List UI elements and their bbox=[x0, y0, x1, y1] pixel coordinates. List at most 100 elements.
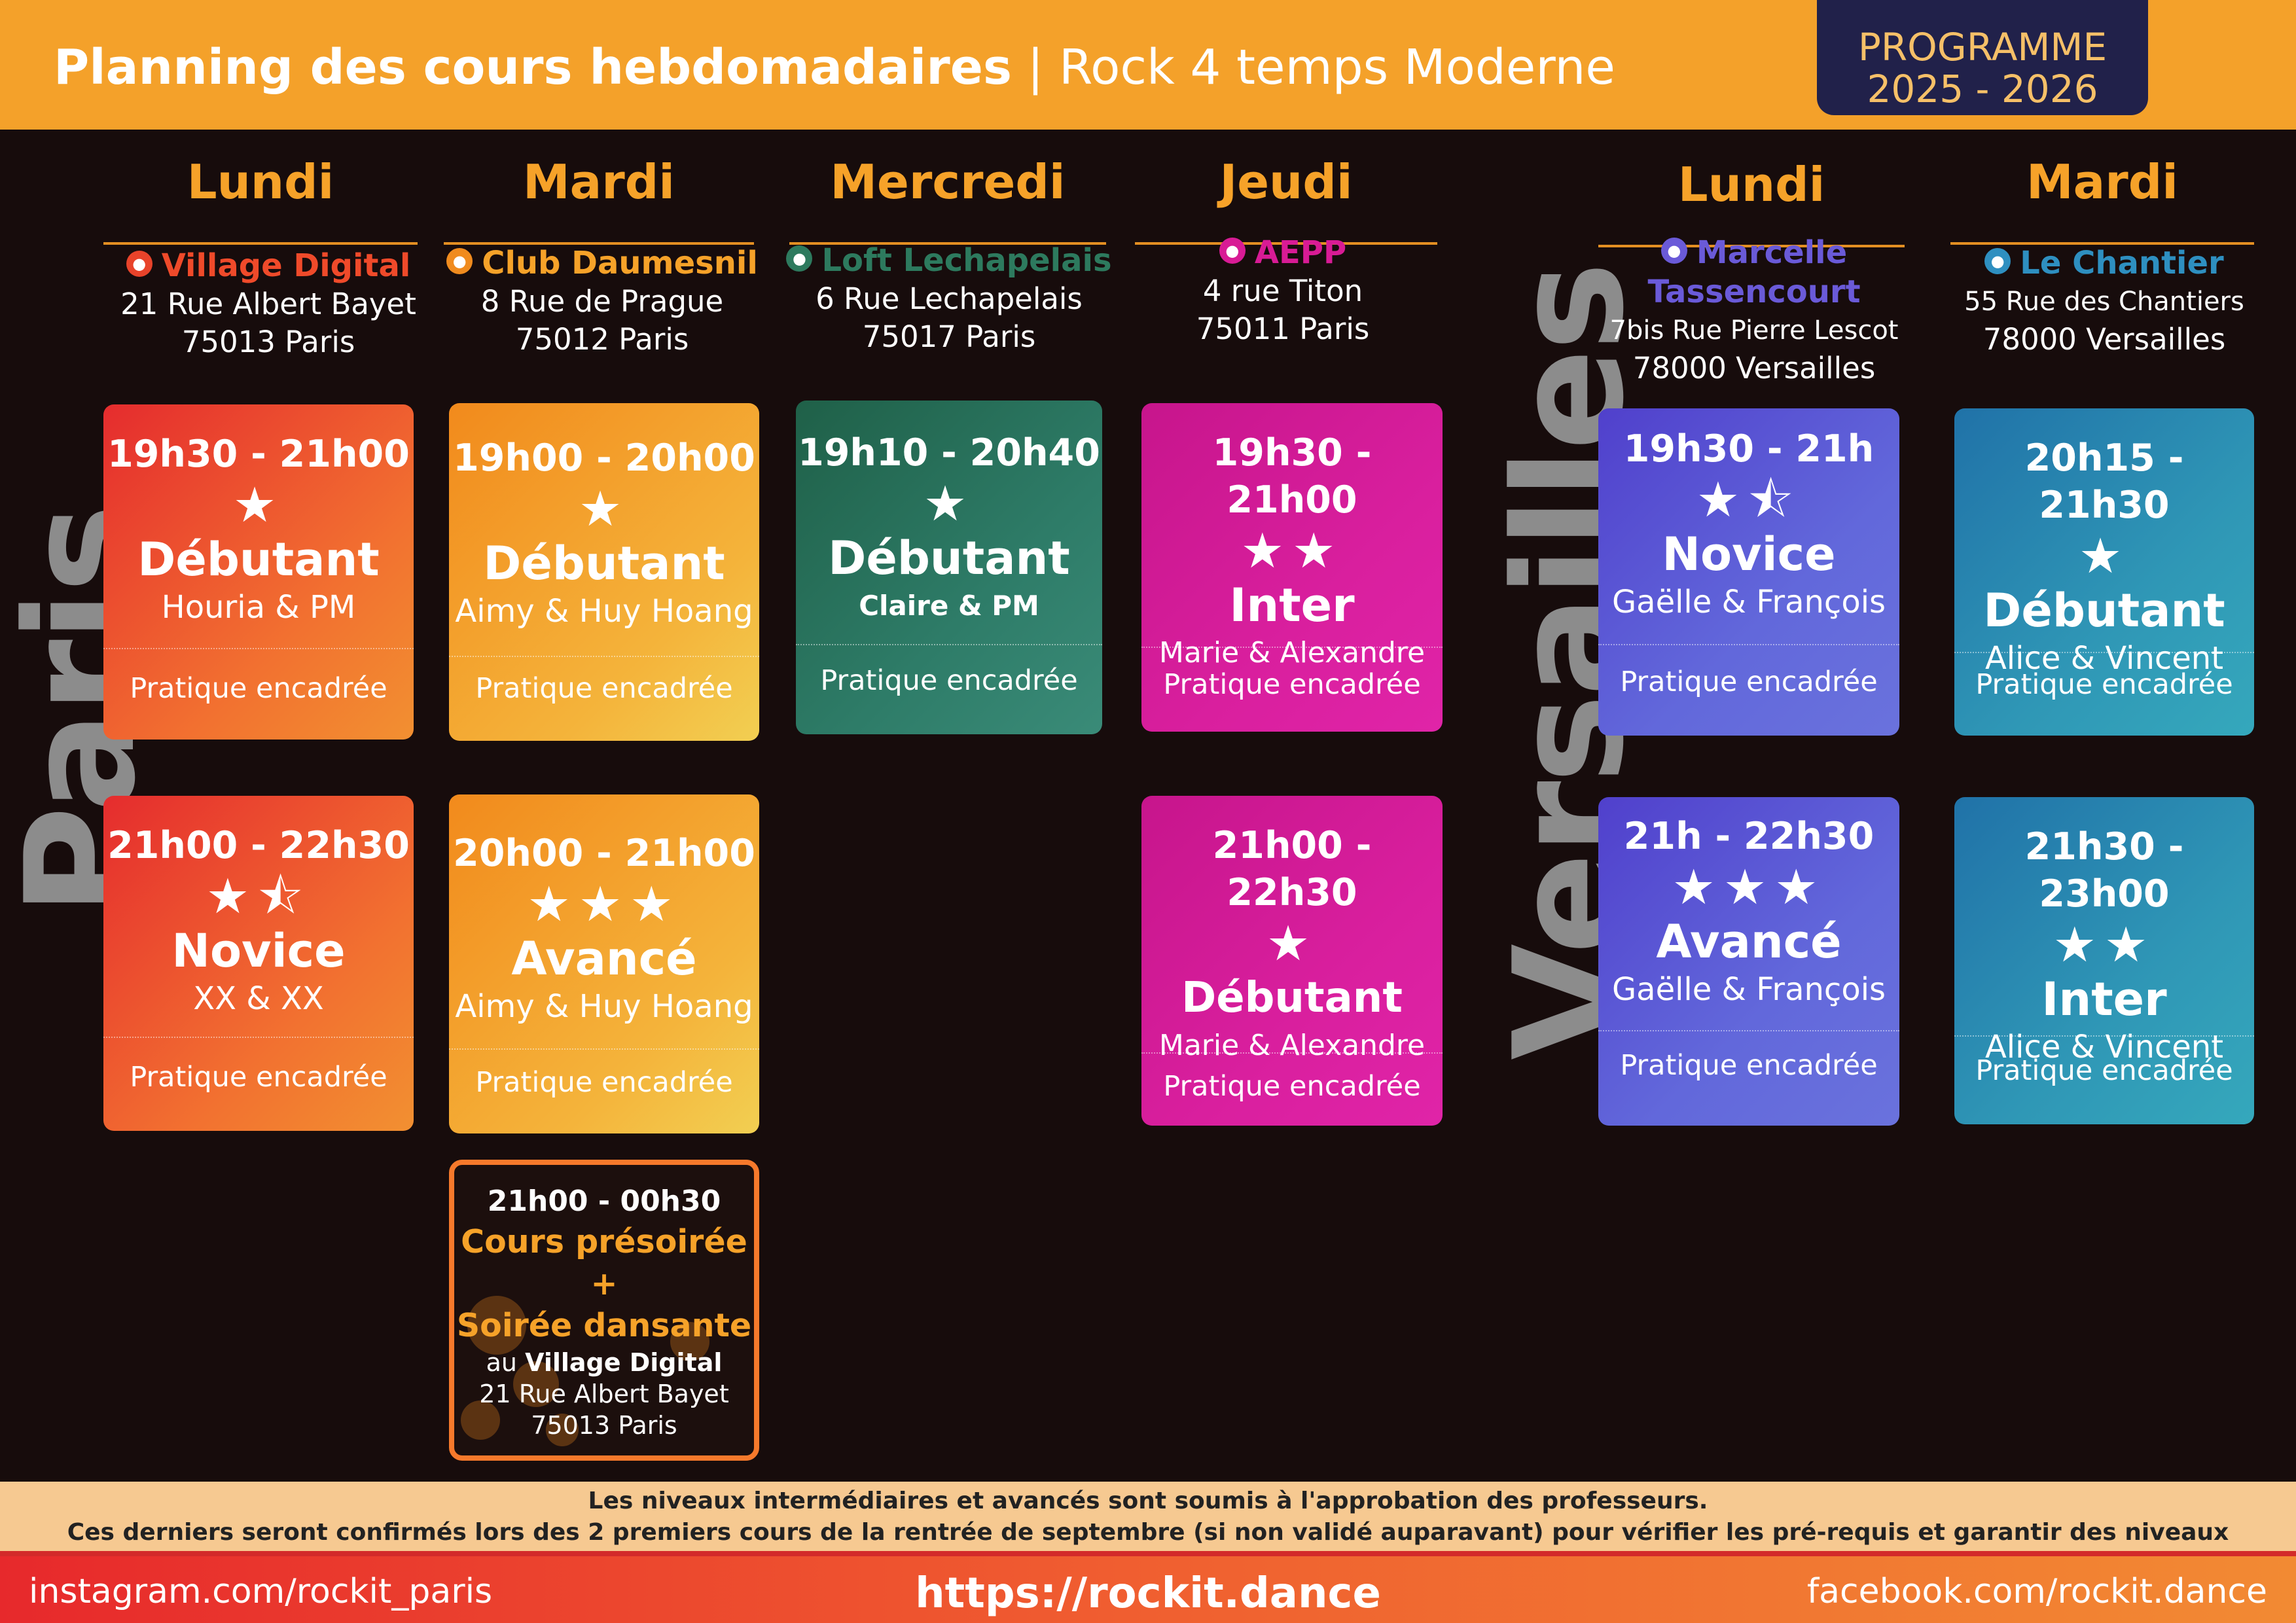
course-card-jeudi-inter[interactable]: 19h30 - 21h00 ★★ Inter Marie & Alexandre… bbox=[1141, 403, 1443, 732]
course-time: 21h00 - 22h30 bbox=[1212, 824, 1372, 914]
venue-address-line1: 21 Rue Albert Bayet bbox=[120, 287, 416, 321]
course-pratique: Pratique encadrée bbox=[130, 672, 387, 705]
venue-club-daumesnil: ●Club Daumesnil 8 Rue de Prague 75012 Pa… bbox=[432, 243, 772, 359]
star-icon: ★ bbox=[1266, 916, 1318, 972]
day-underline bbox=[1950, 242, 2254, 245]
course-time: 19h00 - 20h00 bbox=[453, 437, 755, 480]
card-divider bbox=[103, 648, 414, 649]
course-card-versailles-mardi-inter[interactable]: 21h30 - 23h00 ★★ Inter Alice & Vincent P… bbox=[1954, 797, 2254, 1124]
instagram-link[interactable]: instagram.com/rockit_paris bbox=[29, 1572, 493, 1611]
card-divider bbox=[449, 656, 759, 657]
venue-name: AEPP bbox=[1254, 234, 1347, 271]
day-header-lundi-versailles: Lundi bbox=[1598, 153, 1905, 247]
day-label: Mardi bbox=[523, 154, 675, 209]
venue-name: Village Digital bbox=[161, 247, 411, 284]
course-pratique: Pratique encadrée bbox=[820, 664, 1078, 697]
course-pratique: Pratique encadrée bbox=[1620, 1049, 1878, 1082]
venue-name: Club Daumesnil bbox=[482, 245, 758, 281]
card-divider bbox=[1598, 1030, 1899, 1031]
course-card-versailles-lundi-novice[interactable]: 19h30 - 21h ★⯪ Novice Gaëlle & François … bbox=[1598, 408, 1899, 736]
course-time: 19h30 - 21h bbox=[1623, 427, 1874, 471]
soiree-at: au bbox=[486, 1348, 526, 1377]
soiree-line2: Soirée dansante bbox=[456, 1307, 752, 1344]
course-level: Avancé bbox=[511, 932, 697, 986]
card-divider bbox=[1598, 644, 1899, 645]
day-header-lundi-paris: Lundi bbox=[103, 151, 418, 245]
day-underline bbox=[103, 242, 418, 245]
course-teachers: Marie & Alexandre bbox=[1158, 1029, 1426, 1062]
location-pin-icon: ● bbox=[1660, 238, 1687, 264]
course-teachers: Aimy & Huy Hoang bbox=[455, 988, 753, 1025]
course-card-lundi-debutant[interactable]: 19h30 - 21h00 ★ Débutant Houria & PM Pra… bbox=[103, 404, 414, 740]
soiree-line1: Cours présoirée bbox=[461, 1223, 747, 1260]
course-level: Débutant bbox=[137, 533, 380, 586]
venue-loft-lechapelais: ●Loft Lechapelais 6 Rue Lechapelais 7501… bbox=[779, 241, 1119, 356]
day-label: Lundi bbox=[187, 154, 334, 209]
course-teachers: Gaëlle & François bbox=[1611, 584, 1886, 620]
course-card-jeudi-debutant[interactable]: 21h00 - 22h30 ★ Débutant Marie & Alexand… bbox=[1141, 796, 1443, 1126]
day-label: Mardi bbox=[2026, 154, 2178, 209]
location-pin-icon: ● bbox=[1984, 248, 2011, 274]
soiree-card[interactable]: 21h00 - 00h30 Cours présoirée + Soirée d… bbox=[449, 1160, 759, 1461]
soiree-plus: + bbox=[590, 1265, 618, 1302]
star-icon: ★★★ bbox=[527, 876, 681, 933]
day-label: Jeudi bbox=[1219, 154, 1353, 209]
soiree-venue: au Village Digital bbox=[454, 1347, 754, 1378]
soiree-addr2: 75013 Paris bbox=[531, 1411, 677, 1440]
card-divider bbox=[1954, 1035, 2254, 1037]
day-label: Lundi bbox=[1677, 157, 1825, 212]
website-link[interactable]: https://rockit.dance bbox=[915, 1569, 1381, 1618]
footer-bar: instagram.com/rockit_paris https://rocki… bbox=[0, 1556, 2296, 1623]
day-header-mardi-versailles: Mardi bbox=[1950, 151, 2254, 245]
venue-address-line1: 4 rue Titon bbox=[1202, 274, 1363, 308]
venue-address-line2: 78000 Versailles bbox=[1632, 351, 1876, 385]
course-level: Débutant bbox=[1181, 974, 1403, 1022]
bokeh-decoration bbox=[513, 1361, 559, 1407]
course-time: 21h00 - 22h30 bbox=[107, 824, 410, 867]
course-time: 19h30 - 21h00 bbox=[107, 433, 410, 476]
course-level: Avancé bbox=[1656, 915, 1842, 969]
day-header-mardi-paris: Mardi bbox=[444, 151, 754, 245]
card-divider bbox=[796, 644, 1102, 645]
star-icon: ★ bbox=[923, 476, 975, 532]
card-divider bbox=[449, 1048, 759, 1050]
location-pin-icon: ● bbox=[1219, 238, 1246, 264]
course-time: 20h15 - 21h30 bbox=[2024, 437, 2184, 527]
venue-address-line2: 75017 Paris bbox=[862, 319, 1036, 354]
course-teachers: Houria & PM bbox=[161, 589, 356, 626]
day-underline bbox=[1598, 245, 1905, 247]
day-underline bbox=[789, 242, 1106, 245]
course-teachers: Claire & PM bbox=[859, 590, 1039, 622]
star-icon: ★★ bbox=[1240, 523, 1344, 579]
venue-address-line2: 78000 Versailles bbox=[1982, 322, 2226, 357]
venue-name: Loft Lechapelais bbox=[821, 242, 1112, 279]
course-card-mercredi-debutant[interactable]: 19h10 - 20h40 ★ Débutant Claire & PM Pra… bbox=[796, 401, 1102, 734]
day-header-jeudi: Jeudi bbox=[1135, 151, 1437, 245]
star-icon: ★ bbox=[2078, 528, 2130, 584]
course-pratique: Pratique encadrée bbox=[475, 672, 733, 705]
card-divider bbox=[1954, 652, 2254, 653]
course-card-versailles-mardi-debutant[interactable]: 20h15 - 21h30 ★ Débutant Alice & Vincent… bbox=[1954, 408, 2254, 736]
venue-address-line1: 7bis Rue Pierre Lescot bbox=[1609, 315, 1899, 346]
bokeh-decoration bbox=[546, 1414, 579, 1446]
card-divider bbox=[1141, 1052, 1443, 1054]
course-card-versailles-lundi-avance[interactable]: 21h - 22h30 ★★★ Avancé Gaëlle & François… bbox=[1598, 797, 1899, 1126]
course-teachers: Marie & Alexandre bbox=[1158, 636, 1426, 669]
soiree-place: Village Digital bbox=[525, 1348, 723, 1377]
venue-le-chantier: ●Le Chantier 55 Rue des Chantiers 78000 … bbox=[1934, 243, 2274, 359]
course-card-mardi-debutant[interactable]: 19h00 - 20h00 ★ Débutant Aimy & Huy Hoan… bbox=[449, 403, 759, 741]
page-title-bold: Planning des cours hebdomadaires bbox=[54, 39, 1013, 96]
course-card-mardi-avance[interactable]: 20h00 - 21h00 ★★★ Avancé Aimy & Huy Hoan… bbox=[449, 794, 759, 1133]
star-icon: ★⯪ bbox=[1696, 472, 1802, 528]
venue-name: Marcelle bbox=[1696, 234, 1848, 271]
facebook-link[interactable]: facebook.com/rockit.dance bbox=[1806, 1572, 2267, 1611]
course-teachers: Aimy & Huy Hoang bbox=[455, 593, 753, 630]
course-time: 21h30 - 23h00 bbox=[2024, 825, 2184, 916]
course-level: Débutant bbox=[483, 537, 725, 590]
day-label: Mercredi bbox=[830, 154, 1066, 209]
notice-banner: Les niveaux intermédiaires et avancés so… bbox=[0, 1482, 2296, 1577]
course-teachers: Alice & Vincent bbox=[1984, 1029, 2224, 1065]
star-icon: ★ bbox=[578, 481, 630, 537]
location-pin-icon: ● bbox=[126, 251, 152, 277]
course-card-lundi-novice[interactable]: 21h00 - 22h30 ★⯪ Novice XX & XX Pratique… bbox=[103, 796, 414, 1131]
